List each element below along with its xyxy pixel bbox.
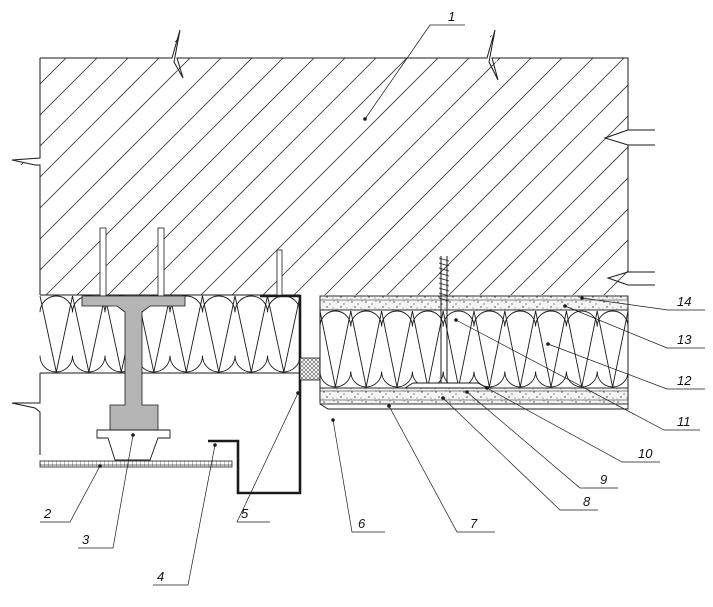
callout-label-13: 13	[677, 332, 692, 347]
callout-labels: 1 2 3 4 5 6 7 8 9 10 11 12 13 14	[43, 9, 692, 584]
callout-label-14: 14	[677, 294, 691, 309]
slab-outline	[11, 29, 655, 295]
callout-label-5: 5	[241, 506, 249, 521]
callout-label-7: 7	[470, 516, 478, 531]
callout-label-6: 6	[358, 516, 366, 531]
callout-label-8: 8	[583, 494, 591, 509]
steel-hanger	[81, 227, 186, 461]
angle-bracket	[208, 249, 321, 495]
callout-label-11: 11	[677, 414, 691, 429]
left-break-edge	[11, 373, 41, 455]
leader-lines	[40, 24, 705, 586]
callout-label-9: 9	[600, 472, 607, 487]
callout-label-1: 1	[448, 9, 455, 24]
insulation-panel-right	[319, 295, 629, 410]
callout-label-3: 3	[82, 532, 90, 547]
dowel-anchor	[403, 256, 489, 389]
mesh-strip	[39, 460, 233, 468]
insulation-left	[39, 294, 301, 374]
leader-dots	[98, 117, 584, 468]
callout-label-2: 2	[43, 506, 52, 521]
callout-label-12: 12	[677, 373, 692, 388]
callout-label-10: 10	[638, 446, 653, 461]
callout-label-4: 4	[157, 569, 164, 584]
concrete-slab	[11, 29, 655, 295]
